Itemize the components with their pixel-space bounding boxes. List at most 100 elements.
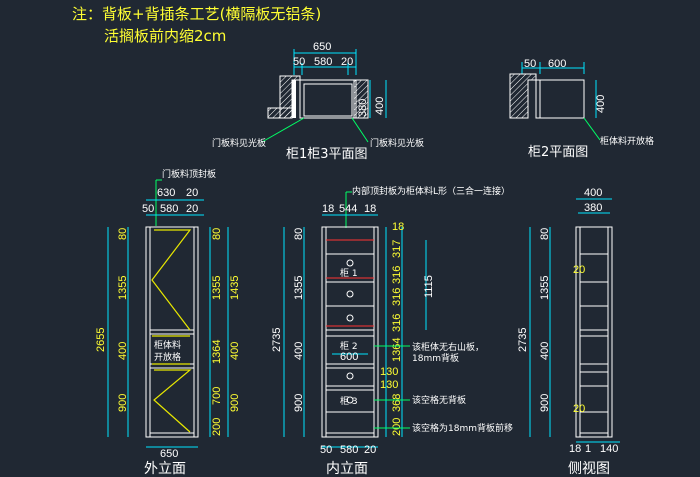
outer-cell-label-1: 柜体料 bbox=[154, 339, 181, 351]
inner-callout-2: 18mm背板 bbox=[412, 352, 459, 364]
outer-right-700: 700 bbox=[211, 387, 223, 405]
plan2-dim-400: 400 bbox=[595, 95, 607, 113]
outer-right-400: 400 bbox=[229, 342, 241, 360]
side-view: 400 380 20 20 2735 80 1355 400 900 18 1 … bbox=[517, 187, 620, 477]
outer-dim-630: 630 bbox=[157, 187, 175, 199]
inner-dim-600: 600 bbox=[340, 351, 358, 363]
note-line-1: 注：背板+背插条工艺(横隔板无铝条) bbox=[72, 5, 321, 23]
side-left-900: 900 bbox=[539, 394, 551, 412]
inner-right-317: 317 bbox=[391, 240, 403, 258]
outer-left-400: 400 bbox=[117, 342, 129, 360]
outer-dim-20b: 20 bbox=[186, 203, 198, 215]
plan1-cabinet-body bbox=[299, 79, 357, 119]
inner-right-316c: 316 bbox=[391, 314, 403, 332]
side-dim-400: 400 bbox=[584, 187, 602, 199]
side-title: 侧视图 bbox=[568, 461, 610, 477]
inner-cab-label-1: 柜 1 bbox=[340, 267, 358, 279]
outer-left-1355: 1355 bbox=[117, 276, 129, 300]
inner-right-130a: 130 bbox=[380, 366, 398, 378]
plan1-dim-50: 50 bbox=[293, 56, 305, 68]
side-inner-20b: 20 bbox=[573, 403, 585, 415]
outer-dim-580: 580 bbox=[160, 203, 178, 215]
inner-dim-18b: 18 bbox=[364, 203, 376, 215]
inner-bottom-50: 50 bbox=[320, 444, 332, 456]
outer-door-swing-upper bbox=[151, 229, 192, 331]
side-inner-20a: 20 bbox=[573, 264, 585, 276]
inner-callout-3: 该空格无背板 bbox=[412, 394, 466, 406]
plan1-dim-650: 650 bbox=[313, 41, 331, 53]
outer-elevation: 门板料顶封板 630 20 50 580 20 柜体料 开放格 2655 80 … bbox=[95, 168, 241, 477]
outer-right-900: 900 bbox=[229, 394, 241, 412]
inner-cabinet-frame bbox=[321, 226, 379, 438]
side-dim-380: 380 bbox=[584, 202, 602, 214]
inner-left-900: 900 bbox=[293, 394, 305, 412]
inner-top-note: 内部顶封板为柜体料L形（三合一连接） bbox=[352, 185, 510, 197]
plan1-dim-400: 400 bbox=[374, 97, 386, 115]
plan1-cabinet-inner bbox=[303, 83, 353, 117]
outer-right-80: 80 bbox=[211, 228, 223, 240]
plan2-title: 柜2平面图 bbox=[528, 145, 588, 160]
plan1-title: 柜1柜3平面图 bbox=[286, 147, 368, 162]
outer-dim-2655: 2655 bbox=[95, 328, 107, 352]
inner-right-316a: 316 bbox=[391, 266, 403, 284]
inner-elevation: 内部顶封板为柜体料L形（三合一连接） 18 544 18 柜 1 柜 2 柜 3 bbox=[271, 185, 513, 477]
side-left-1355: 1355 bbox=[539, 276, 551, 300]
inner-right-1364: 1364 bbox=[391, 338, 403, 362]
plan1-wall-edge bbox=[292, 80, 296, 118]
inner-right-18: 18 bbox=[392, 221, 404, 233]
inner-right-368: 368 bbox=[391, 394, 403, 412]
plan2-dim-600: 600 bbox=[548, 58, 566, 70]
outer-right-200: 200 bbox=[211, 418, 223, 436]
plan-cabinet-1-3: 650 50 580 20 380 400 门板料见光板 门板料见光板 柜1柜3… bbox=[212, 41, 424, 162]
outer-dim-50: 50 bbox=[142, 203, 154, 215]
inner-cab-label-2: 柜 2 bbox=[340, 340, 358, 352]
inner-right-200: 200 bbox=[391, 418, 403, 436]
note-line-2: 活搁板前内缩2cm bbox=[104, 27, 226, 45]
side-cabinet-frame bbox=[575, 226, 613, 438]
inner-left-80: 80 bbox=[293, 228, 305, 240]
plan1-side-panel bbox=[353, 79, 369, 119]
plan1-dim-380: 380 bbox=[357, 99, 369, 117]
side-bottom-140: 140 bbox=[600, 443, 618, 455]
outer-right-1355: 1355 bbox=[211, 276, 223, 300]
inner-dim-1115: 1115 bbox=[423, 275, 435, 298]
outer-cabinet-frame bbox=[145, 226, 199, 438]
plan2-cabinet-body bbox=[535, 79, 585, 119]
outer-title: 外立面 bbox=[144, 461, 186, 477]
side-left-80: 80 bbox=[539, 228, 551, 240]
outer-cell-label-2: 开放格 bbox=[154, 351, 181, 363]
side-left-400: 400 bbox=[539, 342, 551, 360]
outer-door-swing-lower bbox=[153, 369, 192, 433]
inner-dim-2735: 2735 bbox=[271, 328, 283, 352]
plan1-callout-right: 门板料见光板 bbox=[370, 137, 424, 149]
plan2-wall-hatch bbox=[509, 73, 537, 119]
plan1-dim-20: 20 bbox=[341, 56, 353, 68]
inner-left-400: 400 bbox=[293, 342, 305, 360]
inner-bottom-580: 580 bbox=[340, 444, 358, 456]
inner-cab-label-3: 柜 3 bbox=[340, 395, 358, 407]
outer-left-80: 80 bbox=[117, 228, 129, 240]
inner-left-1355: 1355 bbox=[293, 276, 305, 300]
plan2-callout: 柜体料开放格 bbox=[600, 135, 654, 147]
inner-dim-18a: 18 bbox=[322, 203, 334, 215]
plan1-dim-580: 580 bbox=[314, 56, 332, 68]
inner-title: 内立面 bbox=[326, 461, 368, 477]
plan2-dim-50: 50 bbox=[524, 58, 536, 70]
inner-callout-4: 该空格为18mm背板前移 bbox=[412, 422, 513, 434]
outer-dim-bottom-650: 650 bbox=[160, 448, 178, 460]
inner-right-130b: 130 bbox=[380, 379, 398, 391]
outer-top-note: 门板料顶封板 bbox=[162, 168, 216, 180]
plan1-callout-left: 门板料见光板 bbox=[212, 137, 266, 149]
plan-cabinet-2: 50 600 400 柜体料开放格 柜2平面图 bbox=[509, 58, 654, 160]
outer-dim-20a: 20 bbox=[186, 187, 198, 199]
plan1-floor-hatch bbox=[267, 107, 293, 119]
inner-right-316b: 316 bbox=[391, 288, 403, 306]
outer-right-1364: 1364 bbox=[211, 340, 223, 364]
inner-dim-544: 544 bbox=[339, 203, 357, 215]
outer-right-1435: 1435 bbox=[229, 276, 241, 300]
side-bottom-18: 18 bbox=[569, 443, 581, 455]
inner-callout-1: 该柜体无右山板， bbox=[412, 341, 484, 353]
outer-left-900: 900 bbox=[117, 394, 129, 412]
